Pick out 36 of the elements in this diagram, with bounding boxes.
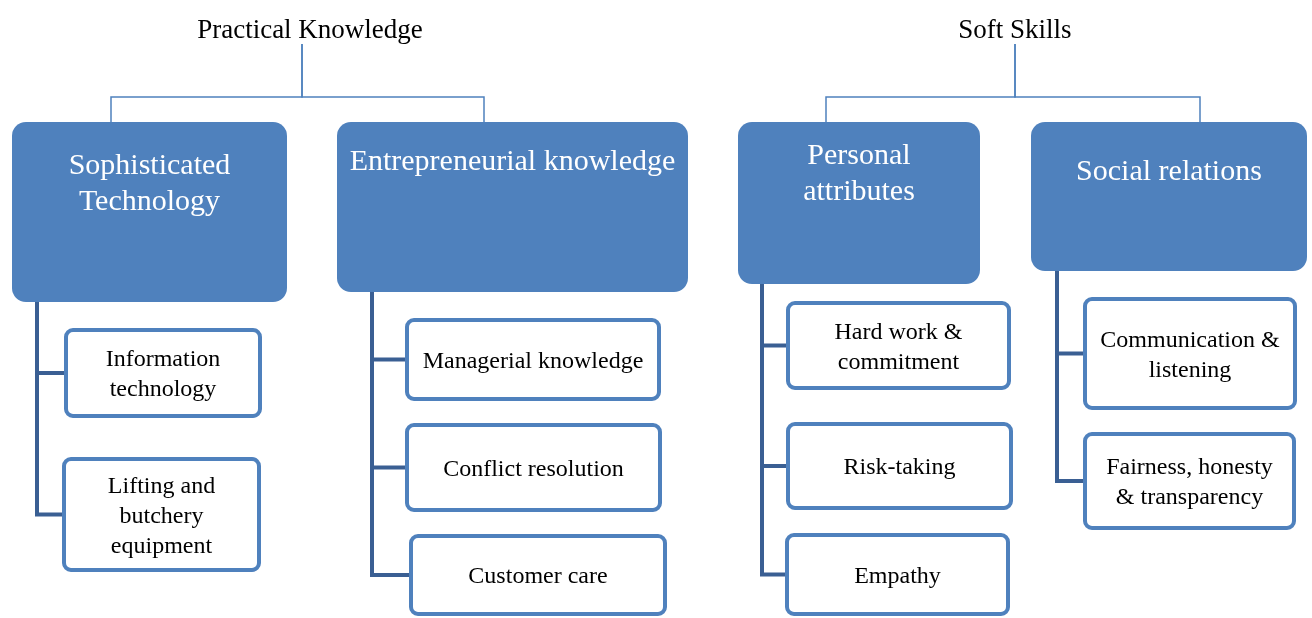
- brace-connector: [1014, 43, 1201, 123]
- item-box: [785, 533, 1010, 616]
- item-box: [405, 318, 661, 401]
- item-box: [409, 534, 667, 616]
- item-box: [62, 457, 261, 572]
- tree-connector: [370, 292, 409, 577]
- item-box: [786, 301, 1011, 390]
- item-label: Lifting and butchery equipment: [106, 470, 217, 560]
- item-label: Information technology: [104, 344, 222, 403]
- item-label: Communication & listening: [1099, 324, 1281, 384]
- tree-connector: [1055, 271, 1083, 483]
- tree-connector: [35, 302, 62, 517]
- item-box: [405, 423, 662, 512]
- item-label: Risk-taking: [843, 452, 956, 481]
- category-box: [738, 122, 980, 284]
- item-label: Hard work & commitment: [833, 316, 964, 376]
- category-box: [12, 122, 287, 302]
- category-label: Sophisticated Technology: [67, 146, 232, 218]
- category-label: Entrepreneurial knowledge: [349, 142, 676, 178]
- brace-connector: [301, 43, 485, 123]
- heading-text: Practical Knowledge: [200, 10, 420, 48]
- item-box: [786, 422, 1013, 510]
- item-box: [1083, 432, 1296, 530]
- category-label: Personal attributes: [802, 136, 916, 208]
- item-label: Conflict resolution: [443, 453, 624, 483]
- category-box: [337, 122, 688, 292]
- item-box: [64, 328, 262, 418]
- category-label: Social relations: [1076, 152, 1262, 188]
- heading-text: Soft Skills: [935, 10, 1095, 48]
- item-label: Empathy: [854, 560, 941, 590]
- item-label: Managerial knowledge: [422, 345, 644, 375]
- tree-connector: [760, 284, 785, 577]
- item-label: Customer care: [468, 561, 608, 590]
- category-box: [1031, 122, 1307, 271]
- item-box: [1083, 297, 1297, 410]
- item-label: Fairness, honesty & transparency: [1105, 452, 1274, 511]
